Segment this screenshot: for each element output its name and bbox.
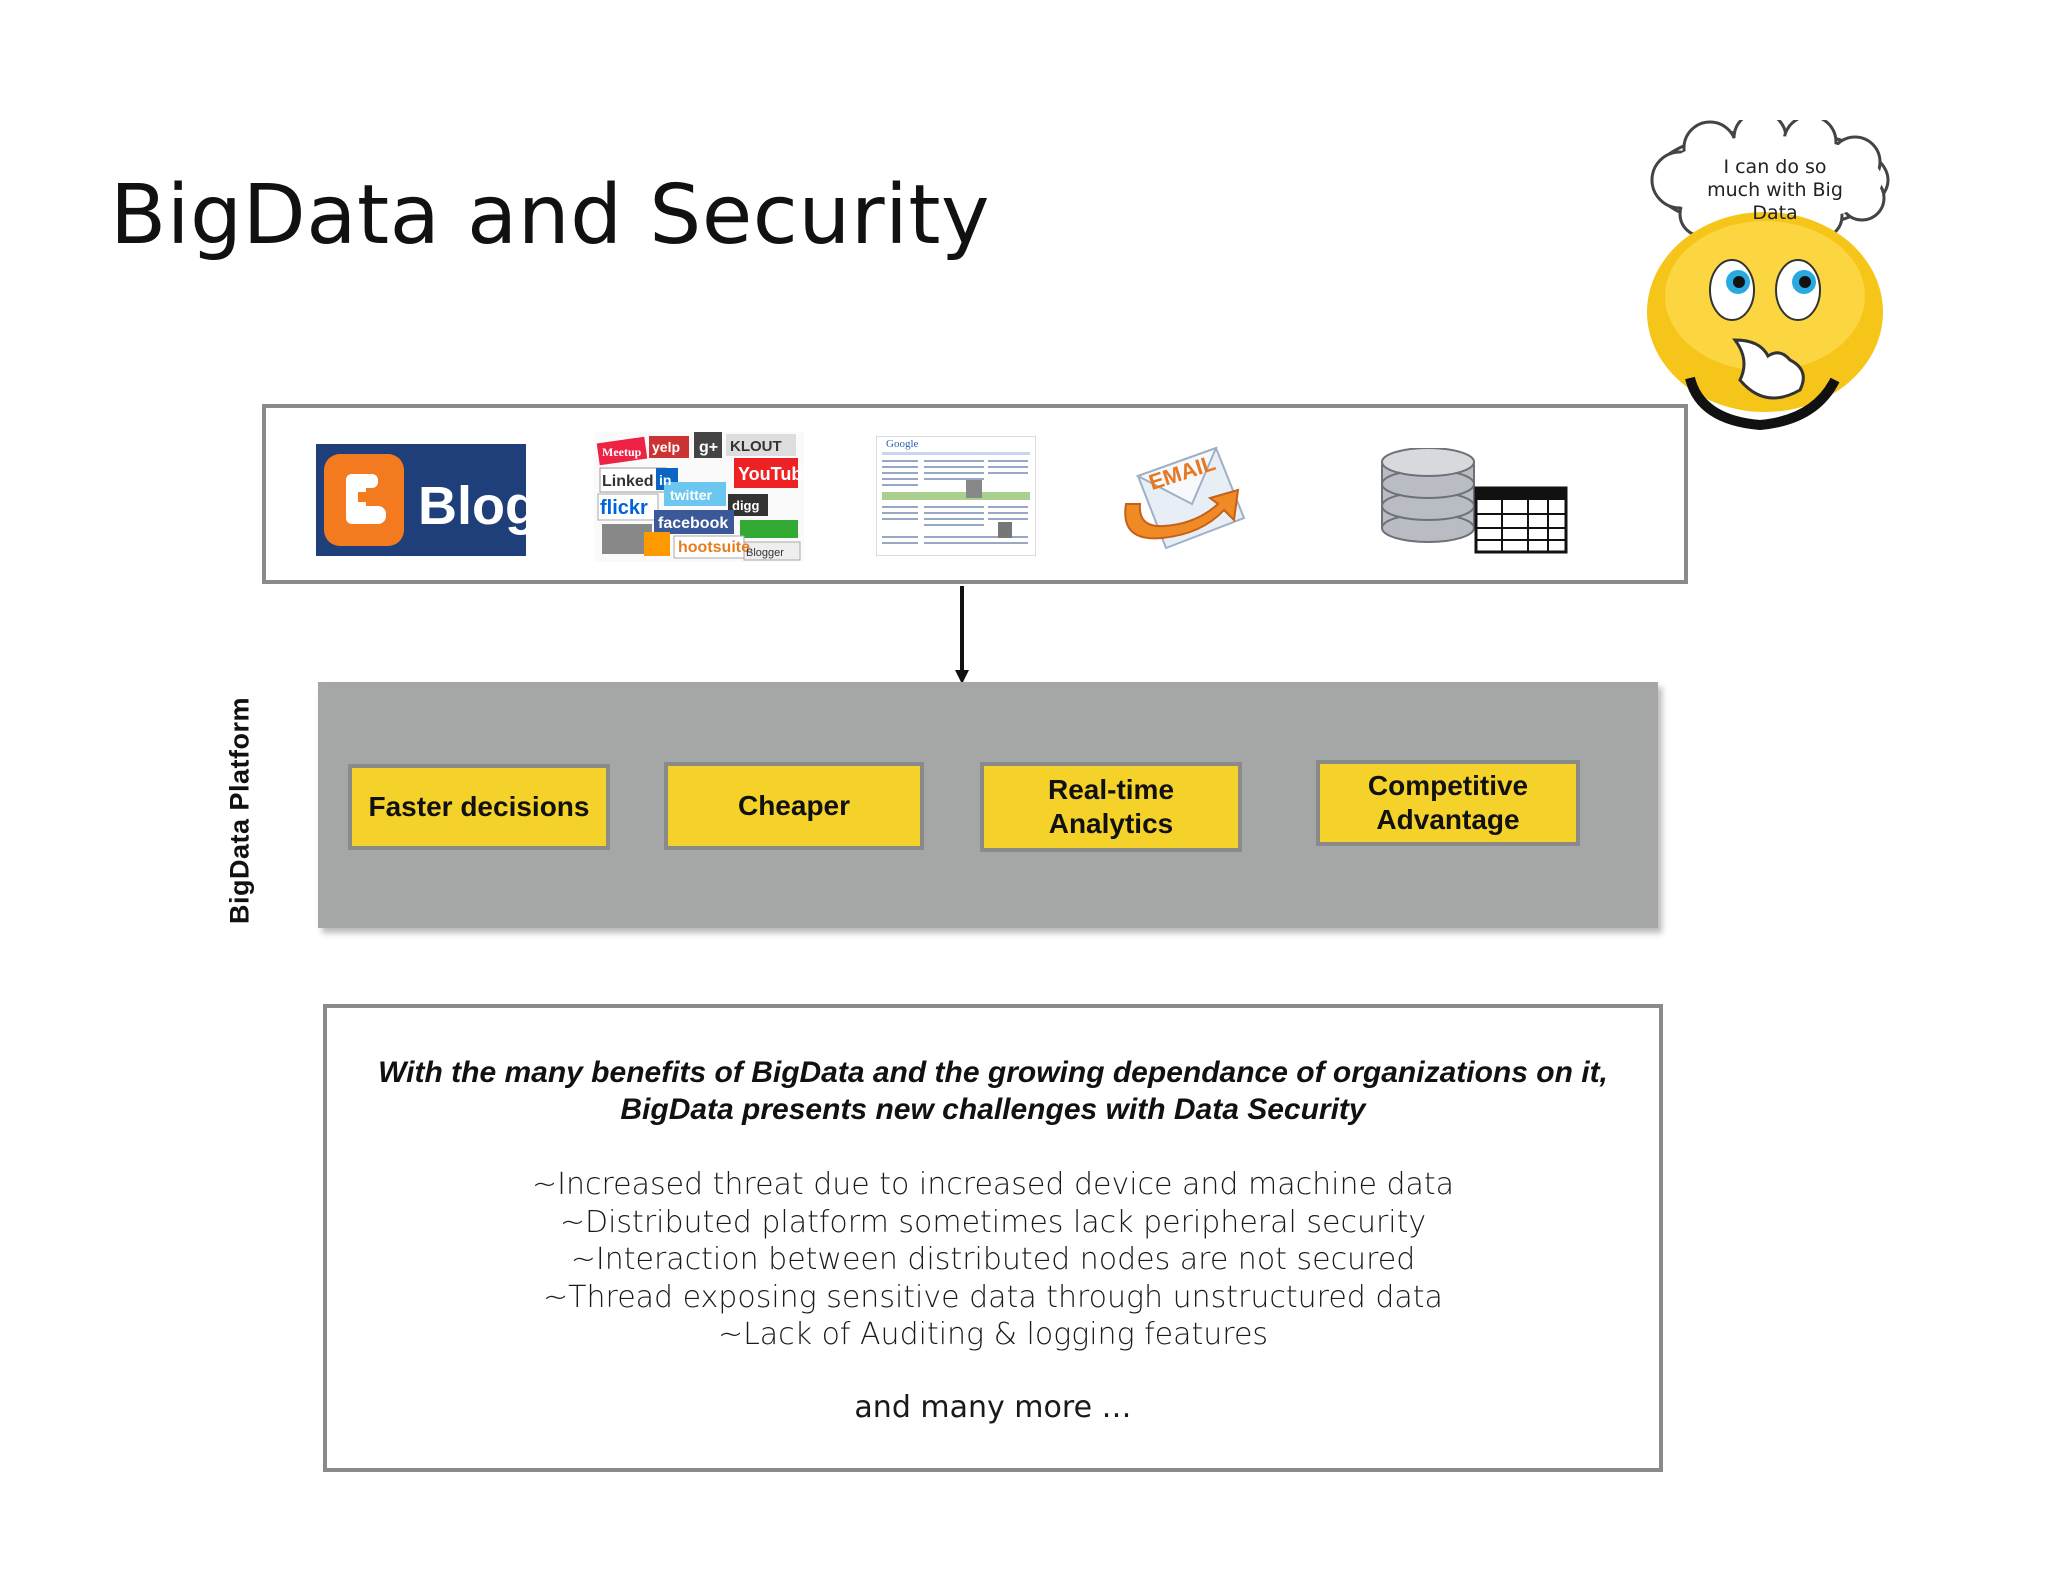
challenge-item: ~Increased threat due to increased devic…	[531, 1167, 1455, 1202]
security-challenges-panel: With the many benefits of BigData and th…	[323, 1004, 1663, 1472]
challenge-item: ~Lack of Auditing & logging features	[717, 1317, 1269, 1352]
thinking-face-icon	[1647, 120, 1890, 431]
down-arrow-icon	[955, 586, 969, 684]
challenge-item: ~Distributed platform sometimes lack per…	[559, 1204, 1427, 1240]
svg-text:Blogger: Blogger	[746, 547, 784, 559]
thought-bubble-text: I can do so much with Big Data	[1707, 156, 1843, 224]
svg-text:twitter: twitter	[670, 487, 713, 503]
svg-text:Linked: Linked	[602, 473, 654, 490]
email-icon: EMAIL	[1124, 446, 1246, 550]
svg-text:digg: digg	[732, 498, 759, 513]
svg-text:KLOUT: KLOUT	[730, 438, 782, 455]
challenges-intro: With the many benefits of BigData and th…	[378, 1056, 1608, 1126]
blog-logo-label: Blog	[418, 476, 526, 536]
google-news-page-icon: Google	[876, 436, 1036, 556]
svg-text:YouTube: YouTube	[738, 464, 804, 484]
challenge-item: ~Interaction between distributed nodes a…	[570, 1242, 1416, 1277]
svg-text:Meetup: Meetup	[602, 445, 642, 459]
svg-text:hootsuite: hootsuite	[678, 539, 750, 556]
benefit-faster-decisions: Faster decisions	[348, 764, 610, 850]
challenge-item: ~Thread exposing sensitive data through …	[543, 1279, 1443, 1315]
svg-text:yelp: yelp	[652, 439, 680, 455]
database-table-icon	[1381, 448, 1568, 554]
svg-text:flickr: flickr	[600, 497, 648, 519]
svg-text:in: in	[659, 472, 671, 488]
svg-text:Google: Google	[886, 438, 919, 450]
svg-text:facebook: facebook	[658, 515, 728, 532]
social-media-logos-icon: Meetup yelp g+ KLOUT Linked in YouTube f…	[594, 432, 804, 562]
svg-text:g+: g+	[699, 439, 718, 456]
benefit-cheaper: Cheaper	[664, 762, 924, 850]
data-sources-panel: Blog Meetup yelp g+ KLOUT Linked in YouT…	[262, 404, 1688, 584]
challenges-closing: and many more …	[854, 1390, 1132, 1425]
slide-title: BigData and Security	[110, 168, 991, 263]
platform-label: BigData Platform	[224, 696, 255, 925]
challenges-list: ~Increased threat due to increased devic…	[327, 1166, 1659, 1354]
blog-logo-icon: Blog	[316, 444, 526, 556]
